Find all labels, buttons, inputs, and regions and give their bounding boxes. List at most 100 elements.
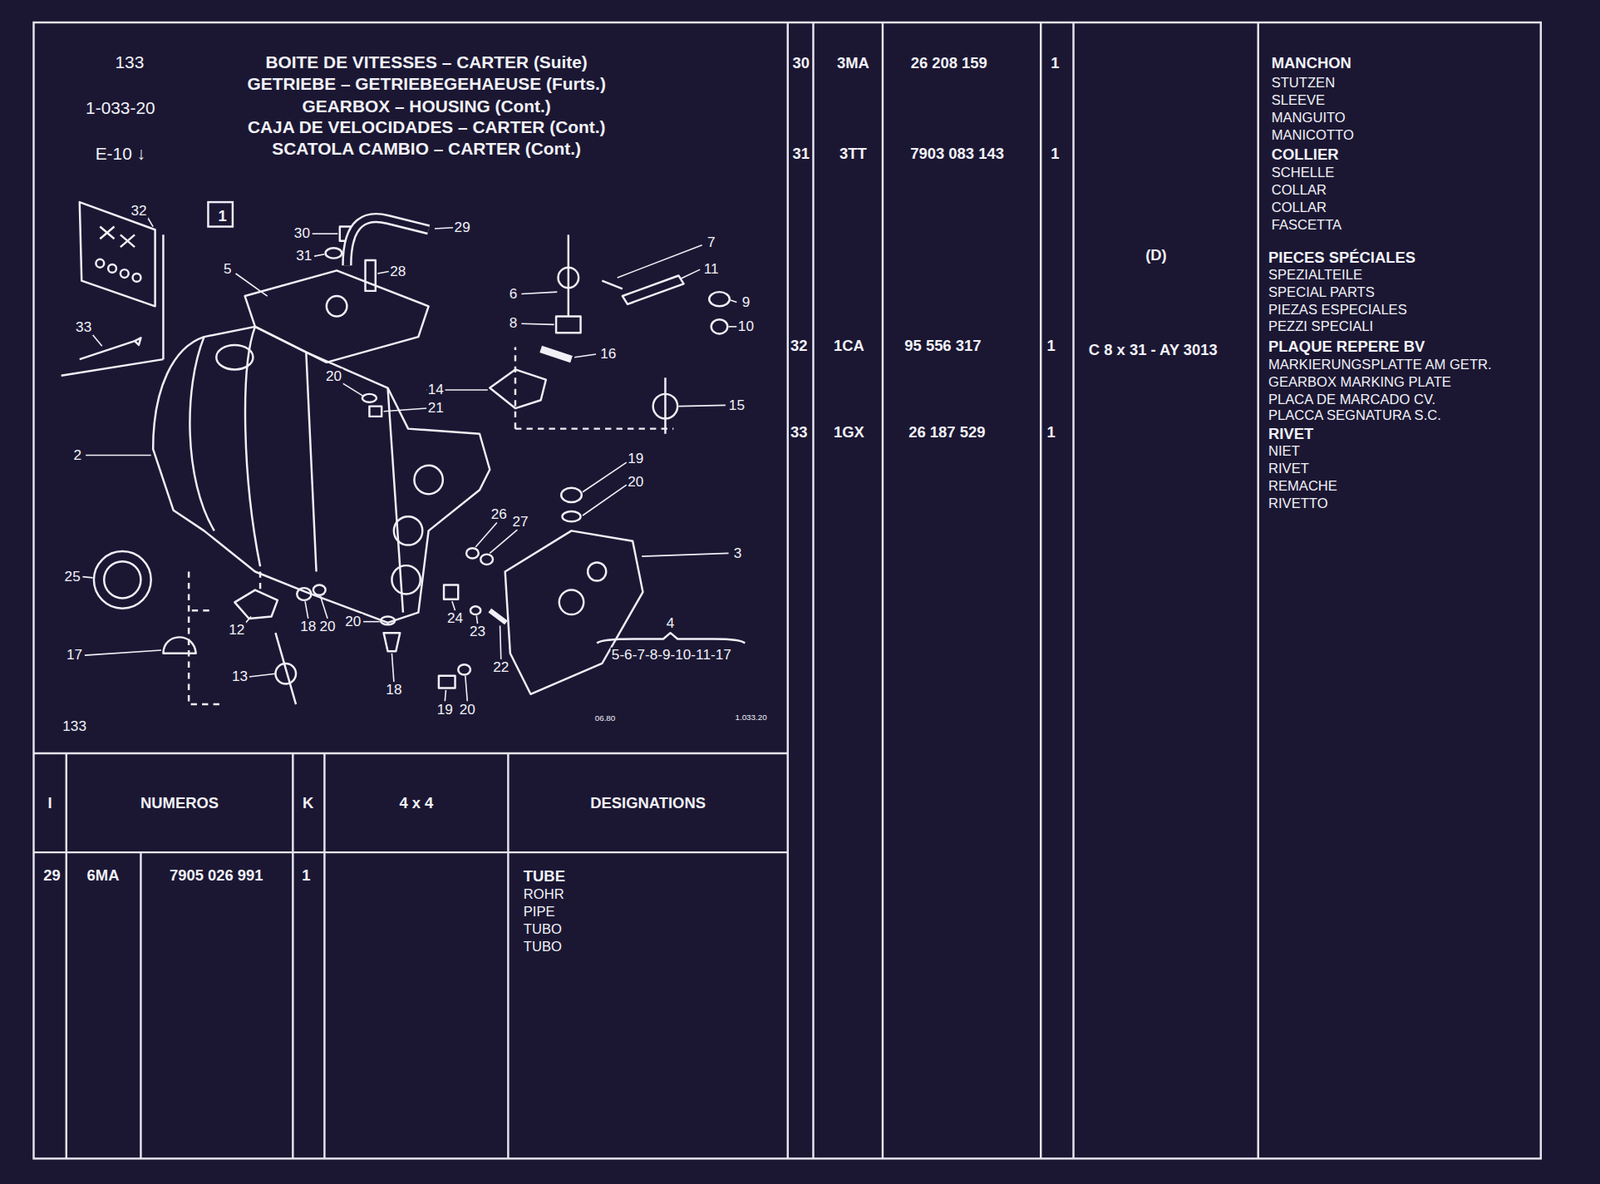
table-rule — [34, 22, 1541, 1158]
leader-line — [489, 529, 517, 553]
part-illustration — [391, 565, 420, 594]
callout-number: 133 — [61, 718, 88, 735]
column-heading: NUMEROS — [140, 794, 219, 812]
table-cell: 7903 083 143 — [910, 145, 1005, 163]
callout-number: 29 — [452, 219, 472, 236]
leader-line — [312, 232, 339, 235]
table-rule — [34, 22, 1541, 1158]
callout-number: 5-6-7-8-9-10-11-17 — [610, 647, 733, 664]
designation-text: COLLAR — [1271, 200, 1327, 216]
designation-text: MANGUITO — [1271, 110, 1346, 126]
header-text: 1-033-20 — [85, 99, 156, 119]
callout-number: 22 — [492, 659, 511, 675]
part-illustration — [489, 369, 547, 409]
table-cell: 3MA — [836, 54, 870, 72]
part-illustration — [438, 675, 456, 689]
designation-heading: COLLIER — [1271, 146, 1340, 163]
part-illustration — [601, 280, 623, 290]
callout-number: 27 — [511, 513, 530, 530]
callout-number: 23 — [468, 623, 488, 640]
callout-number: 5 — [222, 261, 233, 278]
part-illustration — [108, 264, 117, 273]
leader-line — [641, 552, 729, 557]
designation-text: TUBO — [523, 921, 562, 937]
callout-number: 8 — [508, 315, 519, 332]
table-rule — [323, 753, 325, 1158]
header-text: E-10 ↓ — [95, 145, 146, 165]
leader-line — [475, 522, 498, 547]
table-rule — [1039, 22, 1042, 1158]
leader-line — [91, 333, 102, 346]
table-cell: 29 — [43, 866, 60, 884]
table-cell: 1CA — [833, 337, 865, 355]
designation-heading: RIVET — [1268, 425, 1314, 443]
column-heading: DESIGNATIONS — [590, 794, 706, 812]
callout-number: 7 — [706, 235, 717, 252]
part-illustration — [325, 247, 343, 258]
leader-line — [678, 404, 725, 406]
leader-line — [82, 576, 93, 578]
table-rule — [812, 22, 814, 1158]
callout-number: 20 — [318, 618, 337, 635]
part-illustration — [505, 530, 644, 694]
leader-line — [452, 600, 456, 611]
designation-text: MARKIERUNGSPLATTE AM GETR. — [1268, 357, 1492, 373]
part-illustration — [567, 234, 570, 316]
callout-number: 11 — [703, 261, 720, 278]
part-illustration — [120, 269, 129, 278]
table-cell: 31 — [792, 145, 809, 163]
leader-line — [384, 408, 428, 412]
table-cell: 7905 026 991 — [169, 866, 264, 884]
leader-line — [82, 216, 737, 701]
table-cell: 1 — [1050, 54, 1059, 72]
leader-line — [582, 462, 627, 493]
designation-heading: PLAQUE REPERE BV — [1268, 338, 1425, 355]
table-rule — [507, 753, 509, 1158]
callout-number: 18 — [299, 618, 318, 635]
part-illustration — [313, 584, 326, 595]
part-illustration — [234, 590, 278, 619]
part-illustration — [443, 584, 458, 599]
part-illustration — [362, 393, 377, 403]
leader-line — [249, 673, 276, 677]
designation-heading: PIECES SPÉCIALES — [1268, 249, 1416, 266]
part-illustration — [622, 275, 685, 304]
figure-number-box: 1 — [206, 201, 234, 228]
leader-line — [434, 227, 453, 229]
header-text: GETRIEBE – GETRIEBEGEHAEUSE (Furts.) — [246, 74, 606, 94]
designation-text: RIVETTO — [1268, 496, 1329, 512]
part-illustration — [152, 326, 490, 623]
designation-text: SPEZIALTEILE — [1268, 267, 1363, 283]
table-cell: 1 — [1050, 145, 1059, 163]
leader-line — [476, 615, 478, 624]
leader-line — [465, 675, 468, 702]
part-illustration — [61, 234, 164, 375]
part-illustration — [61, 201, 746, 704]
part-illustration — [95, 259, 104, 268]
callout-number: 3 — [733, 545, 744, 562]
part-illustration — [216, 344, 253, 370]
part-illustration — [596, 632, 745, 643]
part-illustration — [275, 663, 296, 685]
leader-line — [245, 616, 252, 625]
part-illustration — [79, 201, 156, 306]
part-illustration — [587, 561, 606, 581]
callout-number: 2 — [72, 447, 83, 463]
part-illustration — [275, 632, 296, 704]
table-rule — [139, 851, 142, 1158]
table-rule — [1072, 22, 1074, 1158]
leader-line — [84, 649, 162, 655]
part-illustration — [393, 516, 423, 545]
leader-line — [341, 382, 364, 396]
callout-number: 14 — [426, 382, 445, 399]
callout-number: 15 — [728, 397, 747, 414]
table-cell: 33 — [790, 423, 808, 441]
part-illustration — [653, 393, 678, 419]
header-box: 1331-033-20E-10 ↓BOITE DE VITESSES – CAR… — [34, 22, 788, 183]
table-cell: 95 556 317 — [904, 337, 981, 355]
table-rule — [34, 752, 788, 754]
table-cell: 26 208 159 — [910, 54, 988, 72]
designation-text: PIPE — [523, 904, 556, 920]
callout-number: 13 — [231, 669, 250, 685]
